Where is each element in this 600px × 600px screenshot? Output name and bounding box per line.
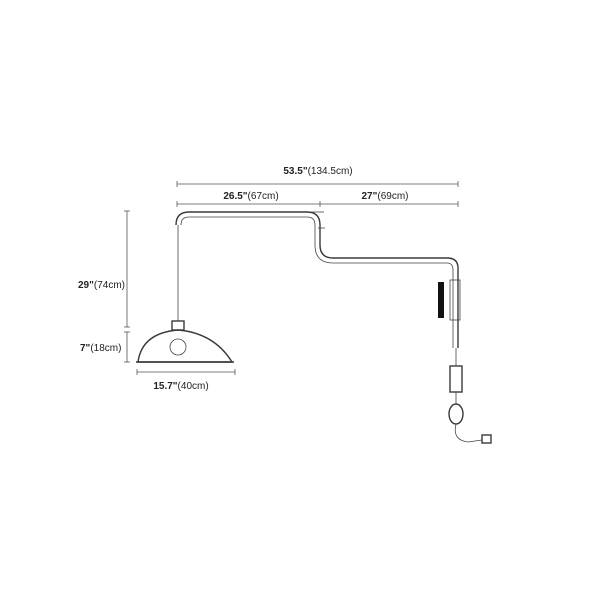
right-arm-metric: (69cm) <box>377 191 408 202</box>
left-arm-metric: (67cm) <box>248 191 279 202</box>
power-cord <box>448 348 492 444</box>
drop-height-dimension: 29"(74cm) <box>78 210 130 328</box>
drop-height-label: 29"(74cm) <box>78 280 125 291</box>
shade-height-metric: (18cm) <box>90 343 121 354</box>
wall-plate <box>438 282 444 318</box>
cord-coil <box>448 403 464 425</box>
left-arm-dimension: 26.5"(67cm) <box>176 191 321 207</box>
drop-height-value: 29" <box>78 280 94 291</box>
left-arm-label: 26.5"(67cm) <box>223 191 278 202</box>
shade-width-dimension: 15.7"(40cm) <box>136 369 236 392</box>
total-width-label: 53.5"(134.5cm) <box>283 166 352 177</box>
shade-width-metric: (40cm) <box>178 381 209 392</box>
shade-height-label: 7"(18cm) <box>80 343 121 354</box>
shade-width-value: 15.7" <box>153 381 177 392</box>
shade-width-label: 15.7"(40cm) <box>153 381 208 392</box>
shade-height-value: 7" <box>80 343 91 354</box>
right-arm-dimension: 27"(69cm) <box>320 191 459 207</box>
right-arm-value: 27" <box>362 191 378 202</box>
shade-height-dimension: 7"(18cm) <box>80 331 130 363</box>
total-width-value: 53.5" <box>283 166 307 177</box>
swing-arm-tube-inner <box>180 216 454 348</box>
swing-arm-tube-outer <box>175 211 459 348</box>
lamp-shade <box>137 329 234 363</box>
light-bulb <box>169 338 187 356</box>
swing-arm <box>175 211 459 348</box>
socket-cap <box>171 320 185 331</box>
total-width-metric: (134.5cm) <box>308 166 353 177</box>
total-width-dimension: 53.5"(134.5cm) <box>176 166 459 187</box>
right-arm-label: 27"(69cm) <box>362 191 409 202</box>
inline-switch <box>449 365 463 393</box>
power-plug <box>481 434 492 444</box>
power-cord-lower <box>454 423 483 443</box>
wall-bracket <box>449 279 461 321</box>
pendant <box>136 225 234 363</box>
left-arm-value: 26.5" <box>223 191 247 202</box>
drop-height-metric: (74cm) <box>94 280 125 291</box>
